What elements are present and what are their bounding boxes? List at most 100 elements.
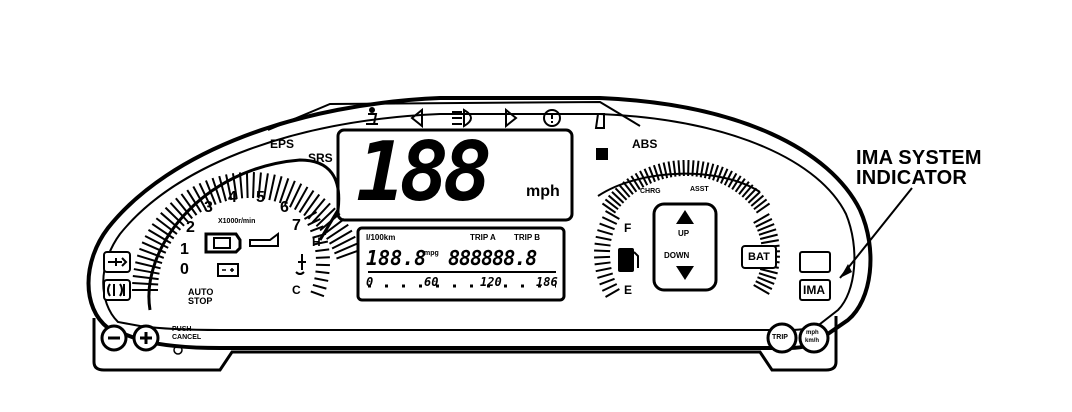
fuel-segment [595, 267, 612, 273]
speed-readout: 188 [356, 125, 492, 220]
speedometer-window [336, 128, 574, 222]
tach-segment [141, 241, 167, 254]
fuel-segment [597, 229, 614, 236]
cluster-inner-bezel [102, 113, 856, 331]
ima-segment [614, 187, 628, 201]
tach-number-3: 3 [204, 199, 213, 216]
bat-label: BAT [748, 251, 770, 263]
ima-segment [720, 168, 729, 184]
tach-number-0: 0 [180, 261, 189, 278]
tach-segment [278, 178, 290, 204]
tach-segment [268, 174, 276, 201]
lcd-trip-value: 188.8 [366, 246, 427, 270]
minus-button[interactable] [100, 324, 128, 352]
srs-label: SRS [308, 151, 333, 165]
trip-button-label: TRIP [772, 334, 788, 341]
ima-segment [634, 172, 645, 188]
right-segment [753, 213, 770, 224]
ima-segment [731, 175, 742, 190]
blank-indicator-box [799, 251, 831, 273]
button-pod [92, 316, 838, 372]
fuel-segment [601, 283, 618, 292]
temp-hot-label: H [312, 235, 321, 249]
tach-scale-label: X1000r/min [218, 218, 256, 225]
fuel-pump-icon [618, 248, 639, 272]
tach-segment [225, 174, 233, 201]
ima-segment [753, 198, 768, 211]
oil-icon [249, 232, 279, 247]
tach-segment [211, 177, 222, 204]
tach-segment [334, 242, 359, 255]
tach-segment [151, 223, 175, 240]
tach-segment [289, 183, 303, 208]
tach-number-1: 1 [180, 241, 189, 258]
tach-segment [322, 218, 345, 236]
abs-label: ABS [632, 137, 658, 151]
temp-segment [315, 256, 330, 259]
cancel-indicator-icon [173, 345, 183, 355]
fuel-segment [599, 222, 615, 231]
fuel-segment [594, 249, 611, 253]
trip-lcd-window [356, 226, 566, 302]
right-segment [758, 272, 777, 280]
fuel-segment [605, 288, 620, 298]
tach-segment [218, 175, 227, 202]
temp-segment [307, 218, 321, 226]
ima-indicator-box [799, 279, 831, 301]
right-segment [760, 239, 779, 245]
ima-segment [648, 166, 656, 183]
tach-segment [160, 212, 182, 231]
ima-segment [747, 191, 761, 204]
down-label: DOWN [664, 251, 690, 260]
high-beam-icon [452, 108, 472, 128]
temp-segment [309, 225, 324, 233]
tach-segment [180, 193, 198, 216]
right-turn-icon [505, 107, 518, 129]
temp-segment [310, 290, 325, 298]
tach-segment [136, 254, 163, 265]
fuel-full-label: F [624, 221, 632, 235]
key-icon [108, 257, 128, 267]
fuel-segment [595, 235, 612, 241]
eps-label: EPS [270, 137, 295, 151]
tach-segment [257, 172, 262, 199]
callout-line2: INDICATOR [856, 167, 968, 189]
temp-segment [303, 211, 318, 220]
lcd-scale-120: 120 [480, 275, 502, 289]
temp-segment [315, 270, 330, 275]
up-label: UP [678, 229, 690, 238]
fuel-empty-label: E [624, 283, 633, 297]
ima-segment [657, 163, 664, 180]
mph-kmh-button[interactable] [798, 322, 830, 354]
tach-segment [326, 223, 349, 240]
right-segment [757, 223, 775, 232]
tach-segment [262, 173, 269, 200]
fuel-segment [594, 242, 611, 247]
tach-number-7: 7 [292, 217, 301, 234]
assist-label: ASST [690, 186, 709, 193]
lcd-trip-unit: mpg [424, 250, 439, 257]
temp-segment [314, 277, 329, 282]
tach-segment [164, 206, 185, 227]
battery-icon [217, 263, 239, 277]
stop-label: STOP [188, 296, 213, 306]
fog-icon [107, 283, 125, 297]
auto-label: AUTO [188, 287, 214, 297]
temp-segment [315, 248, 330, 253]
trip-button[interactable] [766, 322, 798, 354]
right-segment [758, 228, 777, 236]
ima-segment [604, 198, 619, 211]
tachometer-outline [147, 158, 341, 311]
temperature-gauge-bar [303, 211, 330, 298]
tach-segment [303, 193, 321, 217]
lcd-unit-label: l/100km [366, 233, 396, 242]
lcd-trip-b-label: TRIP B [514, 233, 541, 242]
plus-button[interactable] [132, 324, 160, 352]
lcd-odometer: 888888.8 [448, 246, 537, 270]
ima-segment [611, 191, 625, 204]
ima-segment [712, 164, 720, 181]
tach-segment [284, 180, 296, 206]
fuel-gauge-bar [594, 210, 620, 298]
right-segment [759, 233, 778, 240]
